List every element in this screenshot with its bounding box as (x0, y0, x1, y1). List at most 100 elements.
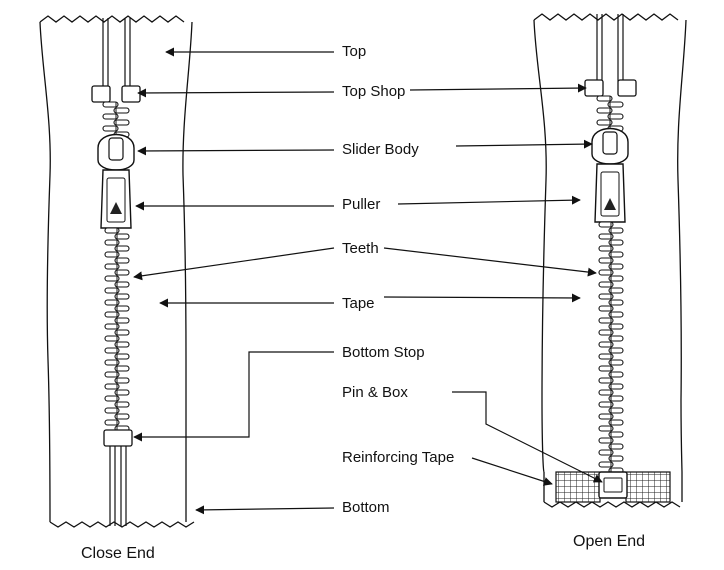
close-end-tooth (102, 125, 119, 132)
leader-lines (133, 47, 603, 515)
open-end-tooth (608, 311, 624, 318)
close-end-tooth (114, 281, 130, 288)
close-end-bottom-stop (103, 429, 133, 447)
close-end-puller-triangle (110, 202, 122, 214)
open-end-tooth (608, 251, 624, 258)
label-top-stop: Top Shop (342, 83, 405, 100)
close-end-tooth (104, 323, 120, 330)
open-end-tooth (608, 383, 624, 390)
open-end-top-stop-left (584, 79, 604, 97)
caption-open-end: Open End (573, 533, 645, 550)
label-top: Top (342, 43, 366, 60)
close-end-tooth (114, 413, 130, 420)
close-end-tooth (114, 341, 130, 348)
open-end-tooth (598, 401, 614, 408)
leader-bottom-stop (133, 351, 334, 442)
open-end-pin-box-inner (603, 477, 623, 493)
close-end-tooth (102, 101, 119, 108)
open-end-tooth (598, 221, 614, 228)
open-end-slider-neck (602, 131, 618, 155)
leader-reinforcing-tape (471, 457, 553, 486)
close-end-tooth (114, 377, 130, 384)
open-end-puller-inset (600, 171, 620, 217)
open-end-tooth (598, 389, 614, 396)
close-end-tooth (114, 233, 130, 240)
close-end-tooth (114, 305, 130, 312)
close-end-tooth (114, 329, 130, 336)
leader-pin-box (452, 391, 603, 483)
open-end-tooth (598, 449, 614, 456)
open-end-tooth (608, 299, 624, 306)
label-puller: Puller (342, 196, 380, 213)
open-end-pin-box (598, 471, 628, 499)
close-end-tooth (114, 269, 130, 276)
open-end-top-stop-right (617, 79, 637, 97)
close-end-bottom-edge (49, 521, 195, 528)
close-end-tooth (114, 401, 130, 408)
caption-close-end: Close End (81, 545, 155, 562)
close-end-slider-neck (108, 137, 124, 161)
open-end-tooth (608, 419, 624, 426)
open-end-tooth (598, 269, 614, 276)
open-end-reinforcing-tape-right (625, 471, 671, 503)
close-end-right-tape-edge (182, 21, 193, 522)
open-end-tooth (608, 455, 624, 462)
close-end-tooth (114, 389, 130, 396)
open-end-tooth (598, 329, 614, 336)
close-end-teeth (104, 227, 130, 432)
open-end-tooth (608, 359, 624, 366)
label-pin-box: Pin & Box (342, 384, 408, 401)
label-tape: Tape (342, 295, 375, 312)
open-end-upper-teeth (596, 95, 624, 132)
close-end-tooth (104, 335, 120, 342)
close-end-tooth (114, 257, 130, 264)
open-end-tooth (596, 107, 613, 114)
close-end-tooth (102, 113, 119, 120)
open-end-tooth (607, 101, 624, 108)
open-end-tooth (608, 335, 624, 342)
open-end-tooth (598, 341, 614, 348)
open-end-reinforcing-tape-left (555, 471, 601, 503)
close-end-tooth (104, 299, 120, 306)
open-end-tooth (598, 461, 614, 468)
close-end-top-edge (39, 15, 185, 23)
open-end-tooth (596, 119, 613, 126)
open-end-tooth (608, 371, 624, 378)
close-end-puller (100, 169, 132, 229)
label-reinforcing-tape: Reinforcing Tape (342, 449, 454, 466)
close-end-tooth (104, 371, 120, 378)
open-end-bottom-edge (543, 501, 681, 508)
close-end-tooth (104, 239, 120, 246)
open-end-tooth (598, 425, 614, 432)
open-end-tooth (598, 413, 614, 420)
open-end-tooth (608, 239, 624, 246)
leader-teeth-left (133, 247, 335, 281)
close-end-tooth (104, 287, 120, 294)
label-bottom-stop: Bottom Stop (342, 344, 425, 361)
close-end-tooth (114, 365, 130, 372)
open-end-tooth (598, 257, 614, 264)
open-end-tooth (598, 317, 614, 324)
close-end-tooth (114, 293, 130, 300)
open-end-tooth (608, 395, 624, 402)
open-end-tooth (608, 287, 624, 294)
open-end-tooth (608, 227, 624, 234)
open-end-tooth (598, 365, 614, 372)
close-end-tooth (104, 251, 120, 258)
leader-teeth-right (383, 247, 597, 277)
open-end-tooth (598, 233, 614, 240)
close-end-tooth (113, 119, 130, 126)
open-end-top-edge (533, 13, 679, 21)
close-end-tooth (104, 311, 120, 318)
leader-top-stop-left (137, 88, 335, 98)
open-end-tooth (596, 95, 613, 102)
close-end-tooth (104, 407, 120, 414)
open-end-tooth (607, 113, 624, 120)
open-end-tooth (608, 263, 624, 270)
close-end-tooth (104, 383, 120, 390)
open-end-tooth (598, 245, 614, 252)
close-end-tooth (104, 419, 120, 426)
open-end-tooth (598, 293, 614, 300)
leader-top-stop-right (409, 83, 587, 93)
